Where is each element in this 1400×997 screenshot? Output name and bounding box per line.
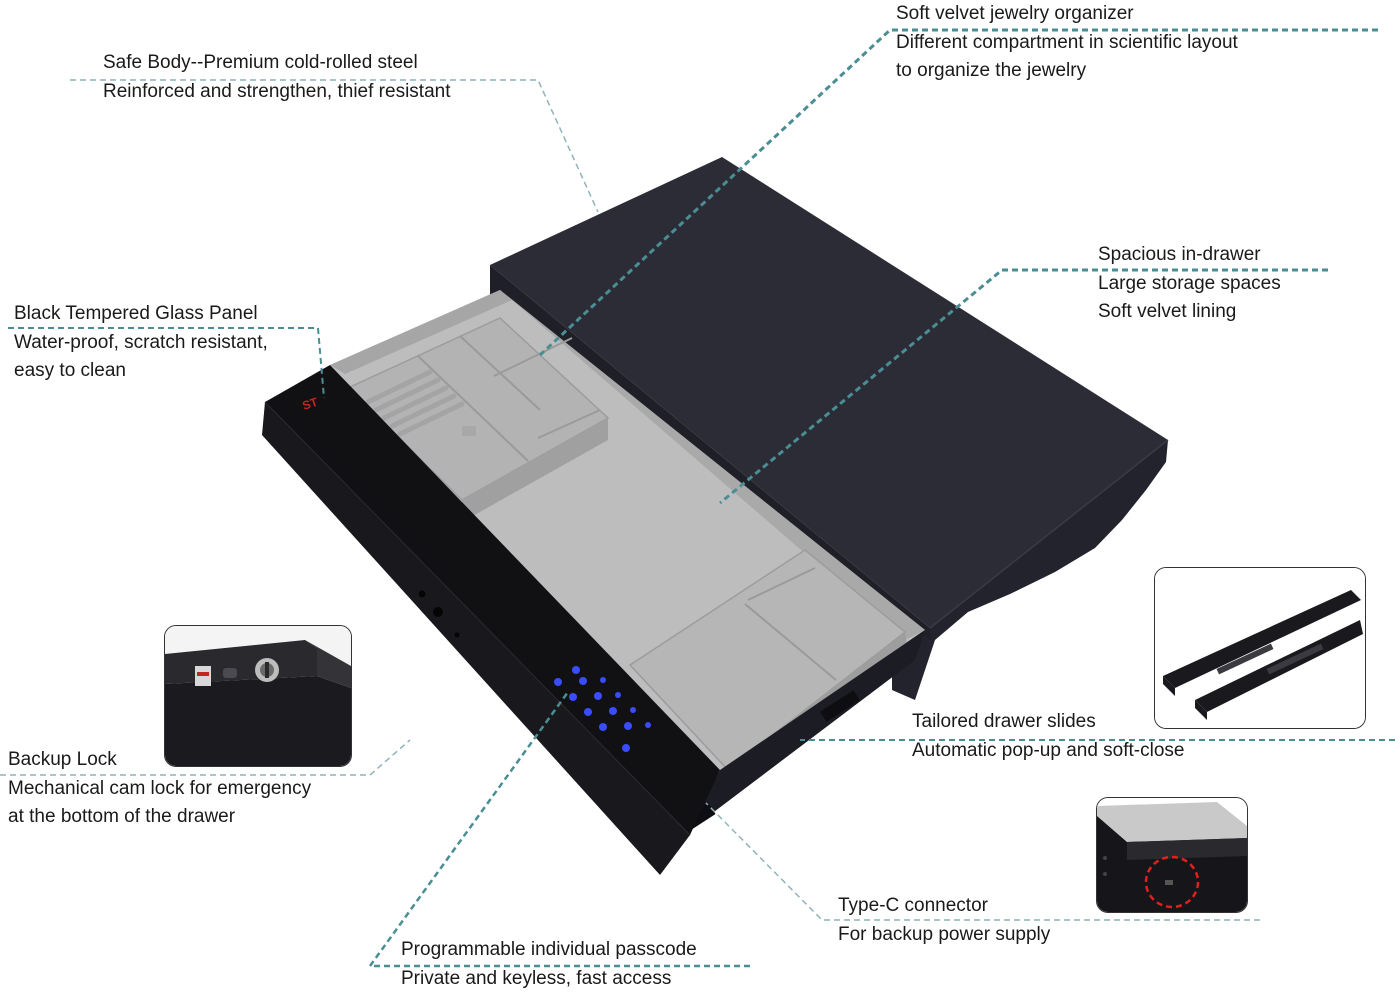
highlight-circle <box>1144 855 1200 909</box>
type-c-port-icon <box>223 668 237 678</box>
callout-line: easy to clean <box>14 360 126 381</box>
callout-drawer-slides: Tailored drawer slides Automatic pop-up … <box>912 708 1185 765</box>
brand-logo: ST <box>301 395 321 413</box>
glass-panel <box>262 365 720 875</box>
callout-safe-body: Safe Body--Premium cold-rolled steel Rei… <box>103 49 450 106</box>
backup-lock-inset <box>164 625 352 767</box>
leader-jewelry <box>538 28 1378 357</box>
drawer-slides-inset <box>1154 567 1366 729</box>
safe-body-top <box>490 157 1168 628</box>
callout-line: Soft velvet lining <box>1098 301 1237 322</box>
callout-line: to organize the jewelry <box>896 60 1087 81</box>
callout-type-c: Type-C connector For backup power supply <box>838 892 1050 949</box>
callout-backup-lock: Backup Lock Mechanical cam lock for emer… <box>8 746 311 832</box>
callout-passcode: Programmable individual passcode Private… <box>401 936 697 993</box>
leader-lines <box>0 28 1395 968</box>
callout-line: Tailored drawer slides <box>912 711 1096 732</box>
callout-line: Mechanical cam lock for emergency <box>8 777 312 799</box>
callout-line: For backup power supply <box>838 923 1051 945</box>
callout-line: Spacious in-drawer <box>1098 244 1261 265</box>
callout-line: Programmable individual passcode <box>401 939 697 960</box>
callout-line: at the bottom of the drawer <box>8 806 236 827</box>
callout-glass-panel: Black Tempered Glass Panel Water-proof, … <box>14 300 268 386</box>
callout-line: Automatic pop-up and soft-close <box>912 739 1185 761</box>
callout-line: Large storage spaces <box>1098 272 1281 294</box>
callout-line: Backup Lock <box>8 749 117 770</box>
type-c-inset <box>1096 797 1248 913</box>
callout-line: Soft velvet jewelry organizer <box>896 3 1134 24</box>
leader-backup-lock <box>0 739 411 776</box>
callout-line: Different compartment in scientific layo… <box>896 31 1238 53</box>
callout-jewelry-organizer: Soft velvet jewelry organizer Different … <box>896 0 1238 86</box>
leader-passcode <box>367 691 750 968</box>
cam-lock-icon <box>255 658 279 682</box>
safe-body-side <box>892 440 1168 700</box>
callout-line: Black Tempered Glass Panel <box>14 303 258 324</box>
callout-line: Type-C connector <box>838 895 988 916</box>
callout-line: Water-proof, scratch resistant, <box>14 331 268 353</box>
drawer-side-rail <box>690 630 925 830</box>
keypad-icon <box>554 666 651 752</box>
leader-type-c <box>705 802 1260 921</box>
leader-glass <box>8 327 325 399</box>
leader-in-drawer <box>719 268 1328 505</box>
callout-in-drawer: Spacious in-drawer Large storage spaces … <box>1098 241 1281 327</box>
callout-line: Private and keyless, fast access <box>401 967 672 989</box>
callout-line: Reinforced and strengthen, thief resista… <box>103 80 451 102</box>
jewelry-organizer <box>346 317 610 522</box>
callout-line: Safe Body--Premium cold-rolled steel <box>103 52 418 73</box>
leader-safe-body <box>70 79 599 213</box>
